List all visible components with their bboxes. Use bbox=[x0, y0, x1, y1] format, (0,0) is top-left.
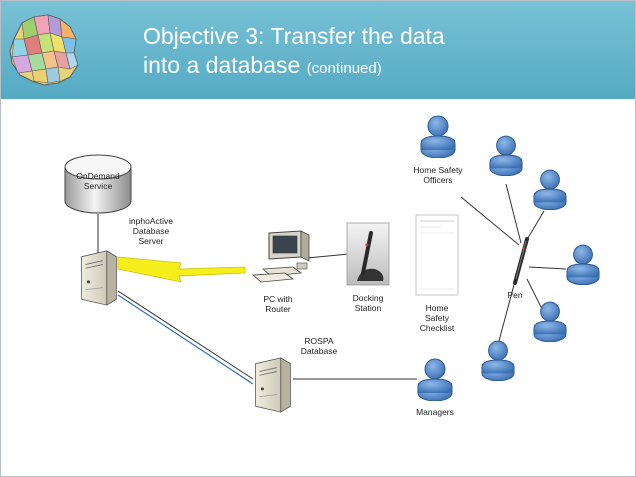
pen-icon bbox=[513, 237, 529, 285]
checklist-label-2: Safety bbox=[425, 313, 450, 323]
home-safety-officer-person-icon bbox=[420, 115, 456, 158]
manager-person-icon bbox=[417, 358, 453, 401]
person-icon-4 bbox=[566, 244, 600, 285]
inpho-server-label-3: Server bbox=[138, 236, 163, 246]
rospa-server-icon bbox=[255, 357, 291, 413]
docking-station-icon bbox=[346, 222, 390, 286]
northern-ireland-map-icon bbox=[9, 14, 79, 86]
slide-title: Objective 3: Transfer the data into a da… bbox=[143, 22, 623, 83]
title-line-2: into a database (continued) bbox=[143, 51, 623, 83]
ondemand-label-2: Service bbox=[84, 181, 113, 191]
inpho-server-label-2: Database bbox=[133, 226, 170, 236]
rospa-label-1: ROSPA bbox=[304, 336, 333, 346]
link-pc-docking bbox=[306, 253, 350, 259]
inpho-server-label-1: inphoActive bbox=[129, 216, 173, 226]
docking-label-1: Docking bbox=[353, 293, 384, 303]
pc-icon bbox=[252, 230, 310, 283]
person-icon-6 bbox=[481, 340, 515, 381]
person-icon-3 bbox=[533, 169, 567, 210]
link-pen-person-6 bbox=[498, 280, 516, 342]
person-icon-5 bbox=[533, 301, 567, 342]
checklist-label-1: Home bbox=[426, 303, 449, 313]
rospa-label-2: Database bbox=[301, 346, 338, 356]
officers-label-2: Officers bbox=[423, 175, 452, 185]
title-suffix: (continued) bbox=[306, 60, 382, 77]
link-server-rospa-black bbox=[117, 290, 254, 380]
checklist-label-3: Checklist bbox=[420, 323, 455, 333]
link-pen-officers bbox=[460, 196, 520, 246]
checklist-icon bbox=[415, 214, 459, 296]
link-pen-person-4 bbox=[528, 266, 567, 270]
pc-label-2: Router bbox=[265, 304, 291, 314]
link-server-rospa-blue bbox=[117, 294, 254, 385]
title-line-2-main: into a database bbox=[143, 52, 301, 78]
title-line-1: Objective 3: Transfer the data bbox=[143, 23, 445, 49]
network-diagram: OnDemand Service inphoActive Database Se… bbox=[64, 115, 600, 417]
ondemand-label-1: OnDemand bbox=[76, 171, 120, 181]
ondemand-database-icon: OnDemand Service bbox=[64, 154, 132, 214]
connection-lines bbox=[97, 183, 567, 385]
managers-label: Managers bbox=[416, 407, 454, 417]
pen-label: Pen bbox=[507, 290, 522, 300]
officers-label-1: Home Safety bbox=[413, 165, 463, 175]
inpho-server-icon bbox=[81, 250, 117, 306]
lightning-bolt-connection bbox=[117, 256, 246, 283]
link-pen-person-2 bbox=[505, 183, 522, 244]
pc-label-1: PC with bbox=[263, 294, 293, 304]
header-bar: Objective 3: Transfer the data into a da… bbox=[1, 1, 635, 99]
docking-label-2: Station bbox=[355, 303, 382, 313]
person-icon-2 bbox=[489, 135, 523, 176]
